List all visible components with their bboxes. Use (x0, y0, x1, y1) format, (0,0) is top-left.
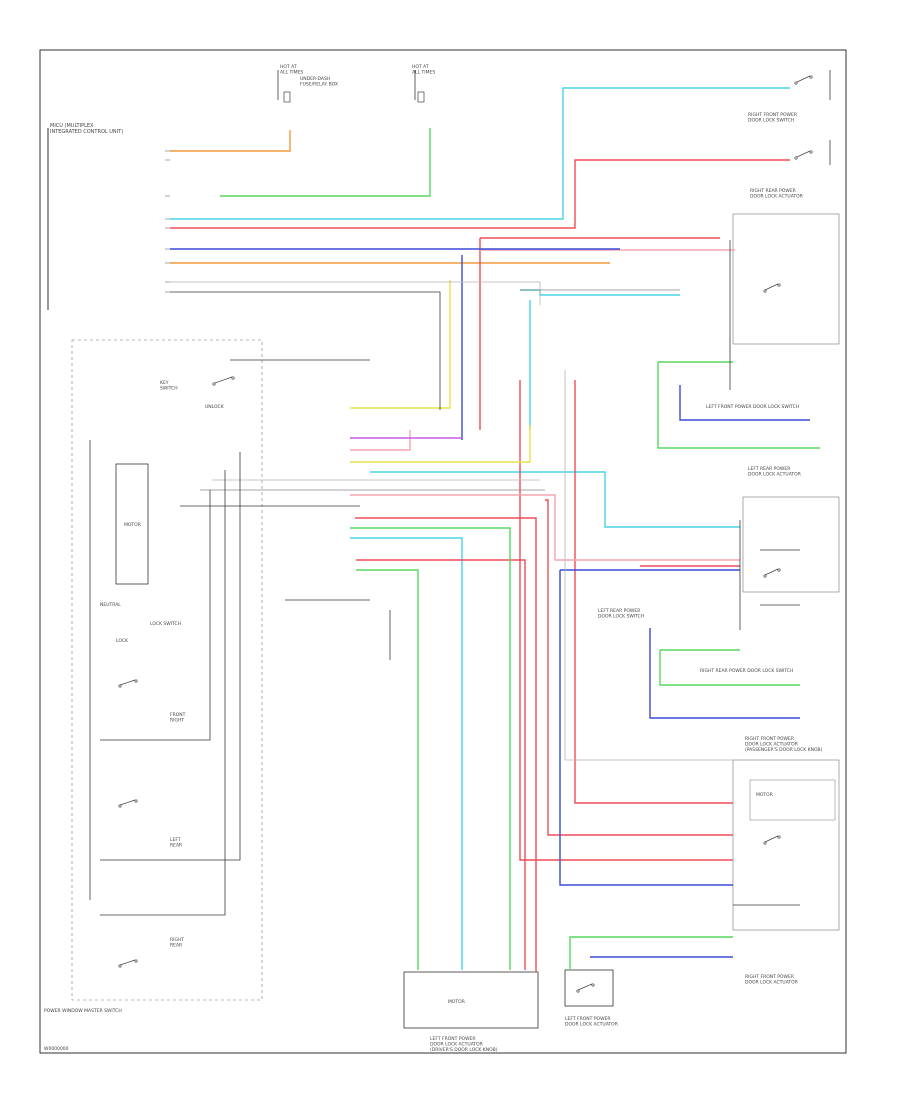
label-motor: MOTOR (756, 792, 773, 798)
wire-cyan-mid (520, 289, 680, 296)
wire-black-4 (100, 470, 226, 916)
label-neutral: NEUTRAL (100, 602, 121, 608)
wire-red-6 (545, 499, 733, 836)
svg-text:MICU (MULTIPLEX: MICU (MULTIPLEX (50, 123, 94, 129)
label-right-rear-lock-switch: RIGHT REAR POWER DOOR LOCK SWITCH (700, 668, 793, 674)
switch-symbols (118, 75, 813, 993)
wire-blue-3 (679, 385, 810, 421)
right-front-switch-box (564, 969, 614, 1007)
wire-red-5 (356, 559, 526, 970)
wire-cyan-3 (370, 471, 740, 528)
label-left-front-lock-switch: LEFT FRONT POWER DOOR LOCK SWITCH (706, 404, 799, 410)
micu-unit: MICU (MULTIPLEX INTEGRATED CONTROL UNIT) (47, 123, 123, 310)
svg-text:MOTOR: MOTOR (124, 522, 141, 528)
wire-black-5 (100, 490, 211, 741)
driver-actuator-box (403, 971, 539, 1029)
power-window-master-switch: MOTOR POWER WINDOW MASTER SWITCH (44, 339, 263, 1014)
wire-gray-2 (170, 291, 441, 410)
wire-black-14 (760, 549, 800, 606)
wire-red-4 (355, 517, 537, 972)
wire-red-top (170, 159, 790, 229)
fuse-symbols (283, 91, 425, 103)
right-rear-actuator-box (732, 213, 840, 345)
wire-cyan-top (170, 87, 790, 220)
wire-red-8 (574, 380, 733, 804)
wire-red-7 (519, 380, 733, 861)
label-unlock: UNLOCK (205, 404, 225, 410)
wire-yellow-2 (350, 280, 451, 409)
wire-green-top (220, 128, 431, 197)
passenger-actuator-box (732, 759, 840, 931)
wire-gray-1 (170, 281, 541, 305)
wire-gray-5 (564, 370, 733, 761)
wire-blue-4 (559, 570, 733, 886)
diagram-frame (39, 49, 847, 1054)
wire-green-4 (350, 527, 511, 970)
wire-blue-5 (649, 628, 800, 719)
wire-orange-1 (170, 130, 291, 152)
wire-green-2 (657, 362, 820, 449)
label-lock-switch: LOCK SWITCH (150, 621, 181, 627)
wire-black-3 (100, 452, 241, 861)
footer-code: W0000000 (44, 1046, 69, 1052)
wire-pink-3 (350, 494, 740, 561)
wire-pink-2 (350, 430, 411, 451)
label-lock: LOCK (116, 638, 129, 644)
wire-green-5 (356, 569, 419, 970)
svg-text:POWER WINDOW MASTER SWITCH: POWER WINDOW MASTER SWITCH (44, 1008, 122, 1014)
wire-cyan-4 (350, 537, 463, 970)
passenger-inner-box (749, 779, 836, 821)
wire-green-6 (659, 650, 800, 686)
svg-text:INTEGRATED CONTROL UNIT): INTEGRATED CONTROL UNIT) (50, 129, 123, 135)
svg-text:MOTOR: MOTOR (448, 999, 465, 1005)
left-rear-actuator-box (742, 496, 840, 593)
wire-yellow-1 (350, 425, 531, 463)
wire-green-8 (569, 936, 733, 970)
ecu-pins (165, 150, 170, 293)
